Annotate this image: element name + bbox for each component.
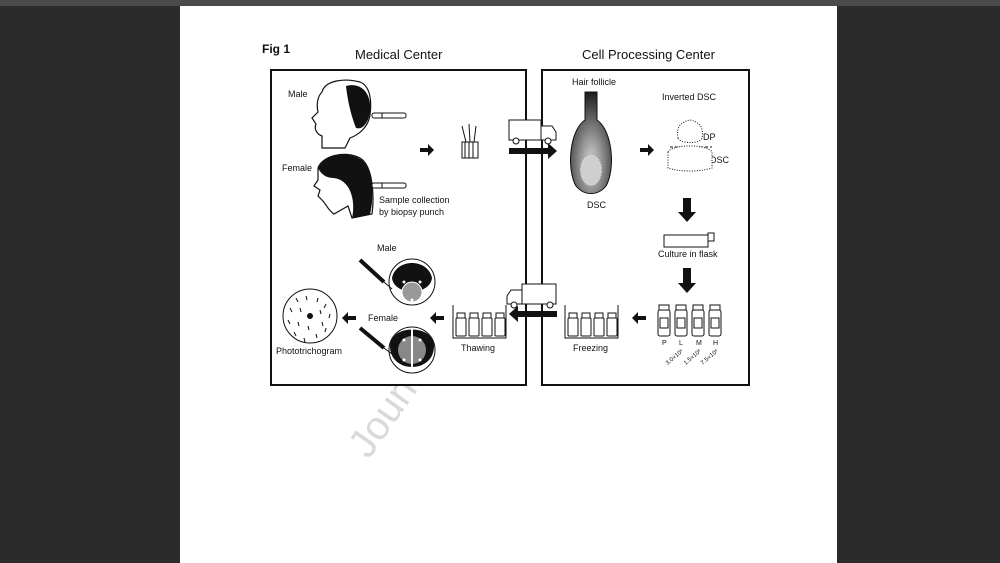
label-biopsy-punch: by biopsy punch bbox=[379, 207, 445, 217]
label-hair-follicle: Hair follicle bbox=[572, 77, 617, 87]
syringe-icon bbox=[358, 326, 393, 355]
biopsy-punch-icon bbox=[371, 112, 407, 119]
dose-vials-icon bbox=[657, 304, 722, 337]
label-sample-collection: Sample collection bbox=[379, 195, 450, 205]
thawing-rack-icon bbox=[452, 305, 507, 339]
label-dp-inverted: DP bbox=[703, 132, 716, 142]
viewer-top-bar bbox=[0, 0, 1000, 6]
inverted-dsc-icon bbox=[667, 119, 713, 172]
label-phototrichogram: Phototrichogram bbox=[276, 346, 343, 356]
dose-label-l: L bbox=[679, 340, 683, 347]
cell-processing-title: Cell Processing Center bbox=[582, 47, 715, 62]
figure-label: Fig 1 bbox=[262, 42, 291, 56]
male-head-icon bbox=[311, 79, 372, 149]
hair-follicle-icon bbox=[570, 91, 612, 194]
label-male-treated: Male bbox=[377, 243, 397, 253]
label-dsc-follicle: DSC bbox=[587, 200, 607, 210]
arrow-down-icon bbox=[678, 198, 696, 222]
female-scalp-icon bbox=[388, 326, 436, 374]
biopsy-punch-icon bbox=[371, 182, 407, 189]
arrow-left-icon bbox=[632, 312, 646, 324]
female-head-icon bbox=[313, 153, 374, 219]
big-arrow-right-icon bbox=[509, 143, 557, 159]
tissue-sample-icon bbox=[461, 123, 479, 159]
arrow-left-icon bbox=[342, 312, 356, 324]
male-scalp-icon bbox=[388, 258, 436, 306]
label-freezing: Freezing bbox=[573, 343, 609, 353]
syringe-icon bbox=[358, 258, 393, 290]
label-female-treated: Female bbox=[368, 313, 399, 323]
label-inverted-dsc: Inverted DSC bbox=[662, 92, 717, 102]
arrow-right-icon bbox=[420, 144, 434, 156]
label-female: Female bbox=[282, 163, 313, 173]
label-male: Male bbox=[288, 89, 308, 99]
medical-center-title: Medical Center bbox=[355, 47, 443, 62]
label-thawing: Thawing bbox=[461, 343, 496, 353]
arrow-left-icon bbox=[430, 312, 444, 324]
arrow-down-icon bbox=[678, 268, 696, 293]
transport-truck-icon bbox=[508, 119, 557, 145]
dose-label-m: M bbox=[696, 340, 702, 347]
phototrichogram-icon bbox=[282, 288, 338, 344]
transport-truck-icon bbox=[506, 283, 557, 309]
freezing-rack-icon bbox=[564, 305, 619, 339]
arrow-right-icon bbox=[640, 144, 654, 156]
label-dsc-inverted: DSC bbox=[710, 155, 730, 165]
dose-label-p: P bbox=[662, 340, 667, 347]
culture-flask-icon bbox=[663, 232, 715, 248]
label-culture-flask: Culture in flask bbox=[658, 249, 718, 259]
big-arrow-left-icon bbox=[509, 306, 557, 322]
dose-label-h: H bbox=[713, 340, 719, 347]
